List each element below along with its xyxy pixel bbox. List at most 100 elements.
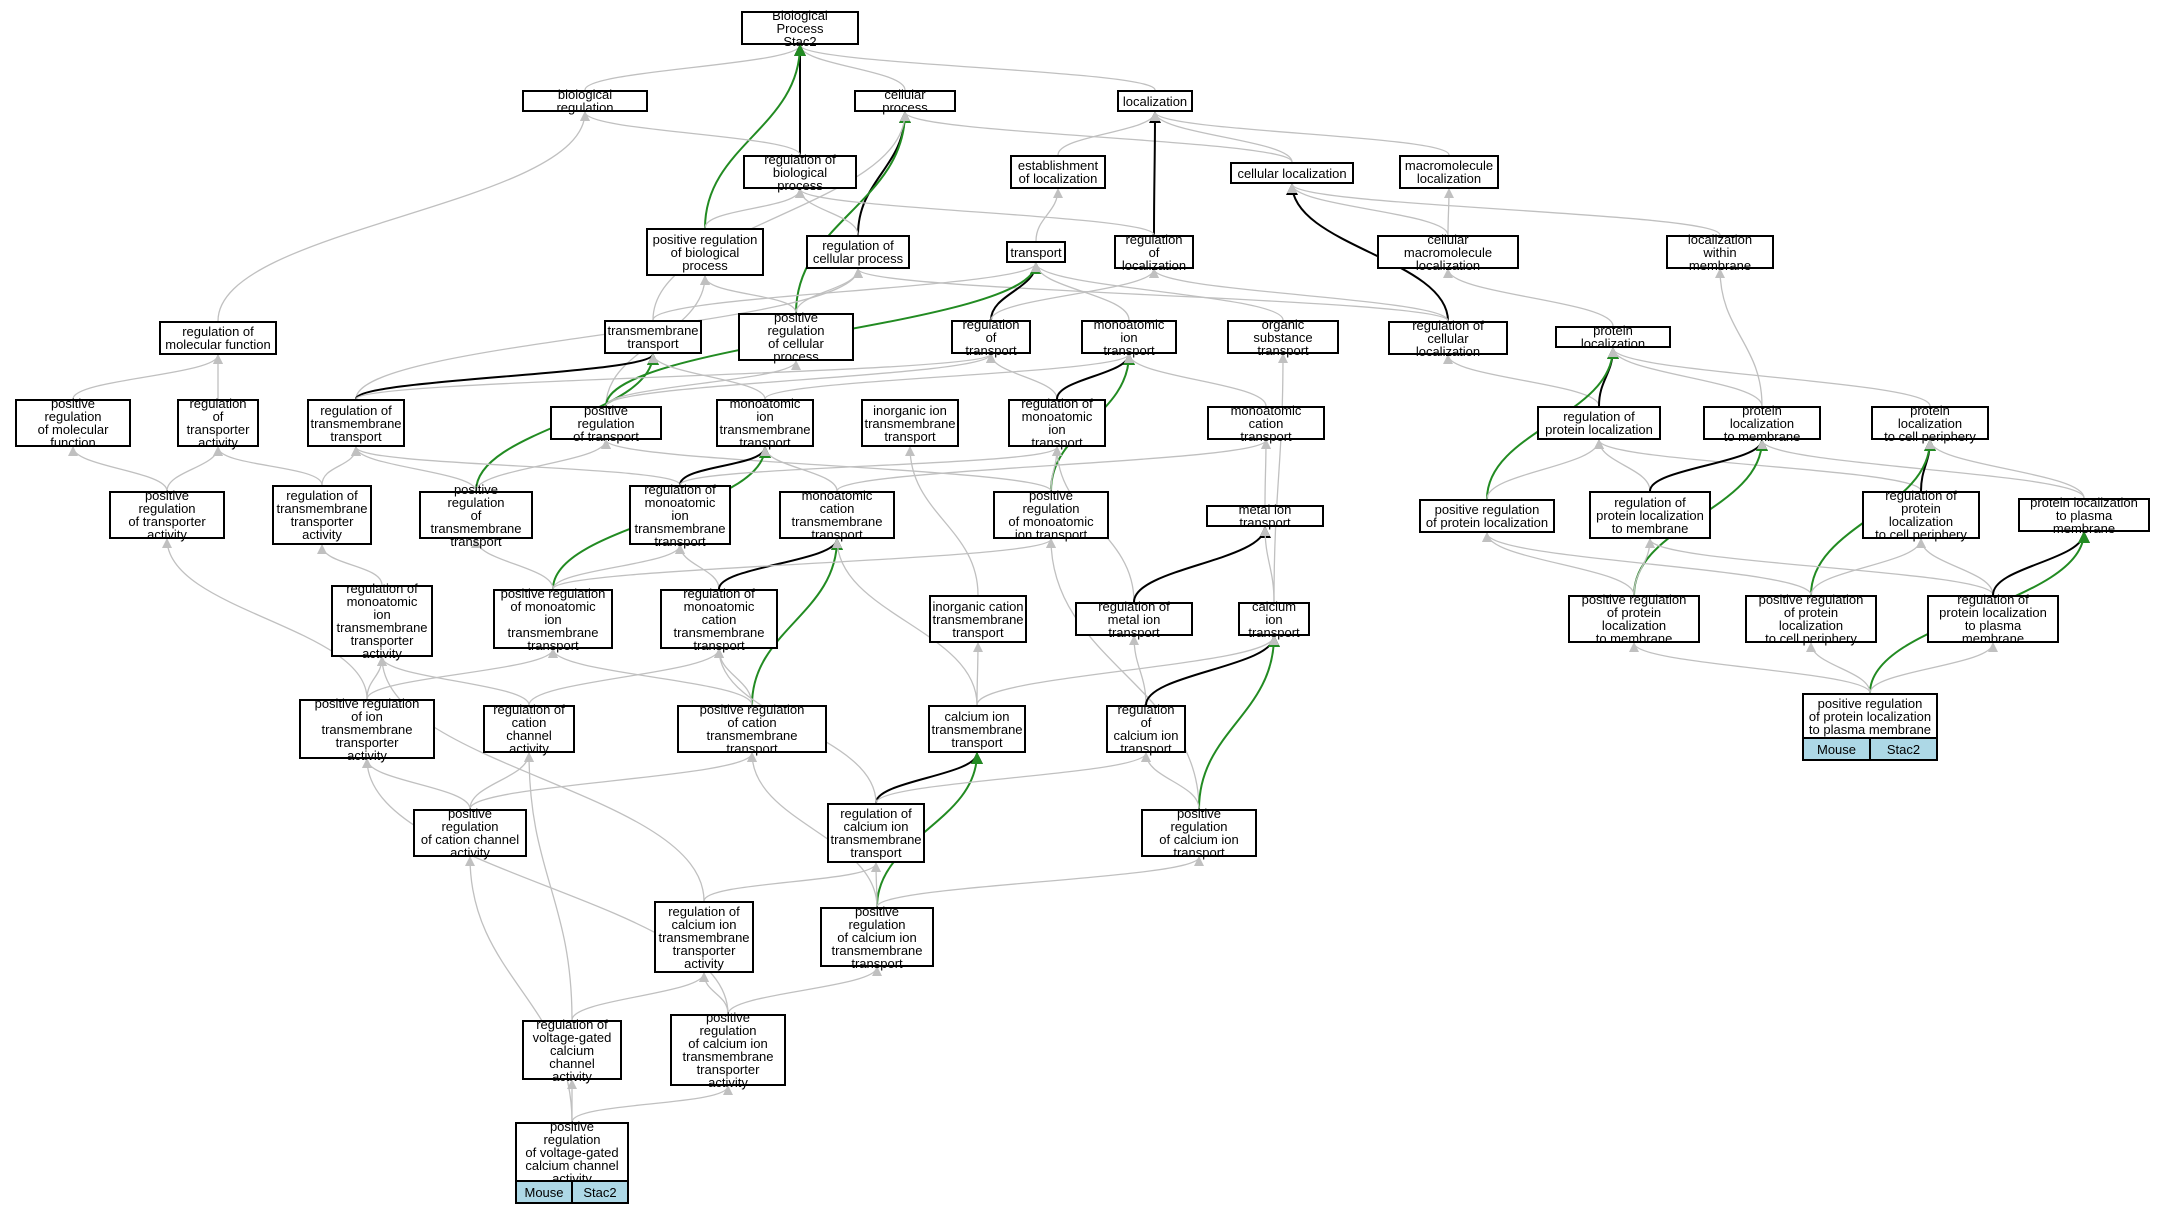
edge-regulation-of-cellular-localization-to-regulation-of-localization bbox=[1149, 268, 1449, 322]
go-term-regulation-of-calcium-ion-transport[interactable]: regulation of calcium ion transport bbox=[1106, 703, 1186, 755]
go-term-regulation-of-cellular-localization[interactable]: regulation of cellular localization bbox=[1388, 319, 1508, 358]
edge-positive-regulation-of-cation-transmembrane-transport-to-regulation-of-monoatomic-cation-transmembrane-transport bbox=[714, 648, 753, 706]
go-term-establishment-of-localization[interactable]: establishment of localization bbox=[1010, 155, 1106, 189]
go-term-positive-regulation-of-cation-transmembrane-transport[interactable]: positive regulation of cation transmembr… bbox=[677, 703, 827, 755]
edge-positive-regulation-of-calcium-ion-transmembrane-transport-to-positive-regulation-of-cation-transmembrane-transport bbox=[747, 752, 878, 908]
go-term-positive-regulation-of-protein-localization-to-plasma-membrane[interactable]: positive regulation of protein localizat… bbox=[1802, 693, 1938, 739]
go-term-positive-regulation-of-cellular-process[interactable]: positive regulation of cellular process bbox=[738, 311, 854, 363]
go-term-positive-regulation-of-cation-channel-activity[interactable]: positive regulation of cation channel ac… bbox=[413, 807, 527, 859]
go-term-regulation-of-protein-localization-to-cell-periphery[interactable]: regulation of protein localization to ce… bbox=[1862, 489, 1980, 541]
go-term-positive-regulation-of-voltage-gated-calcium-channel-activity[interactable]: positive regulation of voltage-gated cal… bbox=[515, 1120, 629, 1185]
go-term-cellular-localization[interactable]: cellular localization bbox=[1230, 162, 1354, 184]
go-term-monoatomic-cation-transmembrane-transport[interactable]: monoatomic cation transmembrane transpor… bbox=[779, 489, 895, 541]
go-term-regulation-of-monoatomic-cation-transmembrane-transport[interactable]: regulation of monoatomic cation transmem… bbox=[660, 587, 778, 652]
edge-calcium-ion-transmembrane-transport-to-monoatomic-cation-transmembrane-transport bbox=[832, 538, 978, 706]
go-term-regulation-of-monoatomic-ion-transmembrane-transport[interactable]: regulation of monoatomic ion transmembra… bbox=[629, 483, 731, 548]
go-term-positive-regulation-of-transporter-activity[interactable]: positive regulation of transporter activ… bbox=[109, 489, 225, 541]
edge-regulation-of-cellular-process-to-cellular-process bbox=[857, 111, 911, 236]
go-term-positive-regulation-of-monoatomic-ion-transmembrane-transport[interactable]: positive regulation of monoatomic ion tr… bbox=[493, 587, 613, 652]
go-term-regulation-of-transmembrane-transport[interactable]: regulation of transmembrane transport bbox=[307, 399, 405, 447]
edge-monoatomic-cation-transmembrane-transport-to-monoatomic-cation-transport bbox=[836, 439, 1271, 492]
edge-regulation-of-transport-to-regulation-of-localization bbox=[990, 268, 1159, 321]
go-term-positive-regulation-of-calcium-ion-transport[interactable]: positive regulation of calcium ion trans… bbox=[1141, 807, 1257, 859]
go-term-biological-regulation[interactable]: biological regulation bbox=[522, 88, 648, 114]
go-term-monoatomic-cation-transport[interactable]: monoatomic cation transport bbox=[1207, 404, 1325, 443]
go-term-positive-regulation-of-protein-localization-to-cell-periphery[interactable]: positive regulation of protein localizat… bbox=[1745, 593, 1877, 645]
go-term-inorganic-ion-transmembrane-transport[interactable]: inorganic ion transmembrane transport bbox=[861, 399, 959, 447]
go-term-positive-regulation-of-monoatomic-ion-transport[interactable]: positive regulation of monoatomic ion tr… bbox=[993, 489, 1109, 541]
edge-regulation-of-monoatomic-ion-transmembrane-transport-to-regulation-of-monoatomic-ion-transport bbox=[679, 446, 1062, 486]
go-term-localization-within-membrane[interactable]: localization within membrane bbox=[1666, 233, 1774, 272]
edge-calcium-ion-transport-to-organic-substance-transport bbox=[1273, 353, 1288, 603]
edge-regulation-of-voltage-gated-calcium-channel-activity-to-regulation-of-cation-channel-activity bbox=[524, 752, 573, 1021]
go-term-positive-regulation-of-calcium-ion-transmembrane-transporter-activity[interactable]: positive regulation of calcium ion trans… bbox=[670, 1011, 786, 1089]
go-term-positive-regulation-of-calcium-ion-transmembrane-transport[interactable]: positive regulation of calcium ion trans… bbox=[820, 905, 934, 970]
go-term-regulation-of-localization[interactable]: regulation of localization bbox=[1114, 233, 1194, 272]
go-term-regulation-of-cellular-process[interactable]: regulation of cellular process bbox=[806, 235, 910, 269]
go-term-monoatomic-ion-transmembrane-transport[interactable]: monoatomic ion transmembrane transport bbox=[716, 397, 814, 449]
edge-regulation-of-monoatomic-cation-transmembrane-transport-to-regulation-of-monoatomic-ion-transmembrane-transport bbox=[675, 544, 720, 590]
species-tag: Mouse bbox=[524, 1184, 564, 1200]
go-term-metal-ion-transport[interactable]: metal ion transport bbox=[1206, 503, 1324, 529]
go-term-positive-regulation-of-biological-process[interactable]: positive regulation of biological proces… bbox=[646, 228, 764, 276]
go-term-regulation-of-protein-localization-to-membrane[interactable]: regulation of protein localization to me… bbox=[1589, 491, 1711, 539]
go-term-regulation-of-metal-ion-transport[interactable]: regulation of metal ion transport bbox=[1075, 600, 1193, 639]
go-term-regulation-of-calcium-ion-transmembrane-transport[interactable]: regulation of calcium ion transmembrane … bbox=[827, 803, 925, 863]
go-term-bp[interactable]: Biological Process Stac2 bbox=[741, 9, 859, 48]
go-term-regulation-of-biological-process[interactable]: regulation of biological process bbox=[743, 153, 857, 192]
annotation-tag-row: Mouse Stac2 bbox=[515, 1182, 629, 1204]
go-term-regulation-of-monoatomic-ion-transport[interactable]: regulation of monoatomic ion transport bbox=[1008, 397, 1106, 449]
go-term-positive-regulation-of-protein-localization-to-membrane[interactable]: positive regulation of protein localizat… bbox=[1568, 593, 1700, 645]
go-term-transport[interactable]: transport bbox=[1006, 241, 1066, 263]
go-term-inorganic-cation-transmembrane-transport[interactable]: inorganic cation transmembrane transport bbox=[929, 595, 1027, 643]
gene-tag: Stac2 bbox=[571, 1182, 627, 1202]
edge-regulation-of-transmembrane-transport-to-transmembrane-transport bbox=[355, 353, 659, 400]
go-term-protein-localization-to-cell-periphery[interactable]: protein localization to cell periphery bbox=[1871, 404, 1989, 443]
edge-regulation-of-calcium-ion-transport-to-calcium-ion-transport bbox=[1145, 635, 1280, 706]
edge-regulation-of-voltage-gated-calcium-channel-activity-to-regulation-of-calcium-ion-transmembrane-transporter-activity bbox=[571, 972, 709, 1021]
edge-positive-regulation-of-transport-to-positive-regulation-of-cellular-process bbox=[605, 360, 801, 407]
edge-regulation-of-cation-channel-activity-to-regulation-of-monoatomic-cation-transmembrane-transport bbox=[528, 648, 724, 706]
go-term-monoatomic-ion-transport[interactable]: monoatomic ion transport bbox=[1081, 318, 1177, 357]
go-term-protein-localization-to-plasma-membrane[interactable]: protein localization to plasma membrane bbox=[2018, 496, 2150, 535]
edge-monoatomic-ion-transmembrane-transport-to-monoatomic-ion-transport bbox=[764, 353, 1134, 400]
edge-protein-localization-to-membrane-to-protein-localization bbox=[1608, 347, 1763, 407]
go-term-regulation-of-transmembrane-transporter-activity[interactable]: regulation of transmembrane transporter … bbox=[272, 485, 372, 545]
go-term-positive-regulation-of-transmembrane-transport[interactable]: positive regulation of transmembrane tra… bbox=[419, 483, 533, 548]
go-term-cellular-macromolecule-localization[interactable]: cellular macromolecule localization bbox=[1377, 233, 1519, 272]
edge-positive-regulation-of-voltage-gated-calcium-channel-activity-to-positive-regulation-of-calcium-ion-transmembrane-transporter-activity bbox=[571, 1085, 733, 1123]
go-term-protein-localization[interactable]: protein localization bbox=[1555, 324, 1671, 350]
edge-positive-regulation-of-protein-localization-to-regulation-of-protein-localization bbox=[1486, 439, 1604, 500]
edge-positive-regulation-of-monoatomic-ion-transmembrane-transport-to-positive-regulation-of-transmembrane-transport bbox=[471, 538, 554, 590]
edge-regulation-of-metal-ion-transport-to-metal-ion-transport bbox=[1133, 526, 1271, 603]
go-term-regulation-of-calcium-ion-transmembrane-transporter-activity[interactable]: regulation of calcium ion transmembrane … bbox=[654, 901, 754, 973]
edge-positive-regulation-of-calcium-ion-transmembrane-transporter-activity-to-positive-regulation-of-calcium-ion-transmembrane-transport bbox=[727, 966, 882, 1015]
go-term-positive-regulation-of-protein-localization[interactable]: positive regulation of protein localizat… bbox=[1419, 499, 1555, 533]
go-term-organic-substance-transport[interactable]: organic substance transport bbox=[1227, 318, 1339, 357]
edge-regulation-of-calcium-ion-transmembrane-transport-to-regulation-of-calcium-ion-transport bbox=[875, 752, 1151, 804]
go-term-regulation-of-monoatomic-ion-transmembrane-transporter-activity[interactable]: regulation of monoatomic ion transmembra… bbox=[331, 582, 433, 660]
edge-positive-regulation-of-transmembrane-transport-to-positive-regulation-of-transport bbox=[475, 439, 611, 492]
go-term-calcium-ion-transport[interactable]: calcium ion transport bbox=[1238, 600, 1310, 639]
go-term-transmembrane-transport[interactable]: transmembrane transport bbox=[604, 320, 702, 354]
go-term-regulation-of-voltage-gated-calcium-channel-activity[interactable]: regulation of voltage-gated calcium chan… bbox=[522, 1018, 622, 1083]
go-term-localization[interactable]: localization bbox=[1117, 90, 1193, 112]
edge-regulation-of-biological-process-to-biological-regulation bbox=[580, 111, 801, 156]
go-term-macromolecule-localization[interactable]: macromolecule localization bbox=[1399, 155, 1499, 189]
go-term-regulation-of-transporter-activity[interactable]: regulation of transporter activity bbox=[177, 397, 259, 449]
go-term-regulation-of-protein-localization[interactable]: regulation of protein localization bbox=[1537, 406, 1661, 440]
go-term-regulation-of-protein-localization-to-plasma-membrane[interactable]: regulation of protein localization to pl… bbox=[1927, 593, 2059, 645]
edge-cellular-macromolecule-localization-to-cellular-localization bbox=[1287, 183, 1449, 236]
edge-positive-regulation-of-calcium-ion-transmembrane-transport-to-calcium-ion-transmembrane-transport bbox=[876, 752, 983, 908]
go-term-regulation-of-transport[interactable]: regulation of transport bbox=[951, 318, 1031, 357]
edge-regulation-of-localization-to-regulation-of-biological-process bbox=[795, 188, 1155, 236]
go-term-protein-localization-to-membrane[interactable]: protein localization to membrane bbox=[1703, 404, 1821, 443]
go-term-positive-regulation-of-transport[interactable]: positive regulation of transport bbox=[550, 404, 662, 443]
go-term-positive-regulation-of-molecular-function[interactable]: positive regulation of molecular functio… bbox=[15, 397, 131, 449]
go-term-cellular-process[interactable]: cellular process bbox=[854, 88, 956, 114]
go-term-calcium-ion-transmembrane-transport[interactable]: calcium ion transmembrane transport bbox=[928, 705, 1026, 753]
go-term-regulation-of-cation-channel-activity[interactable]: regulation of cation channel activity bbox=[483, 703, 575, 755]
go-term-positive-regulation-of-ion-transmembrane-transporter-activity[interactable]: positive regulation of ion transmembrane… bbox=[299, 697, 435, 762]
go-term-regulation-of-molecular-function[interactable]: regulation of molecular function bbox=[159, 321, 277, 355]
